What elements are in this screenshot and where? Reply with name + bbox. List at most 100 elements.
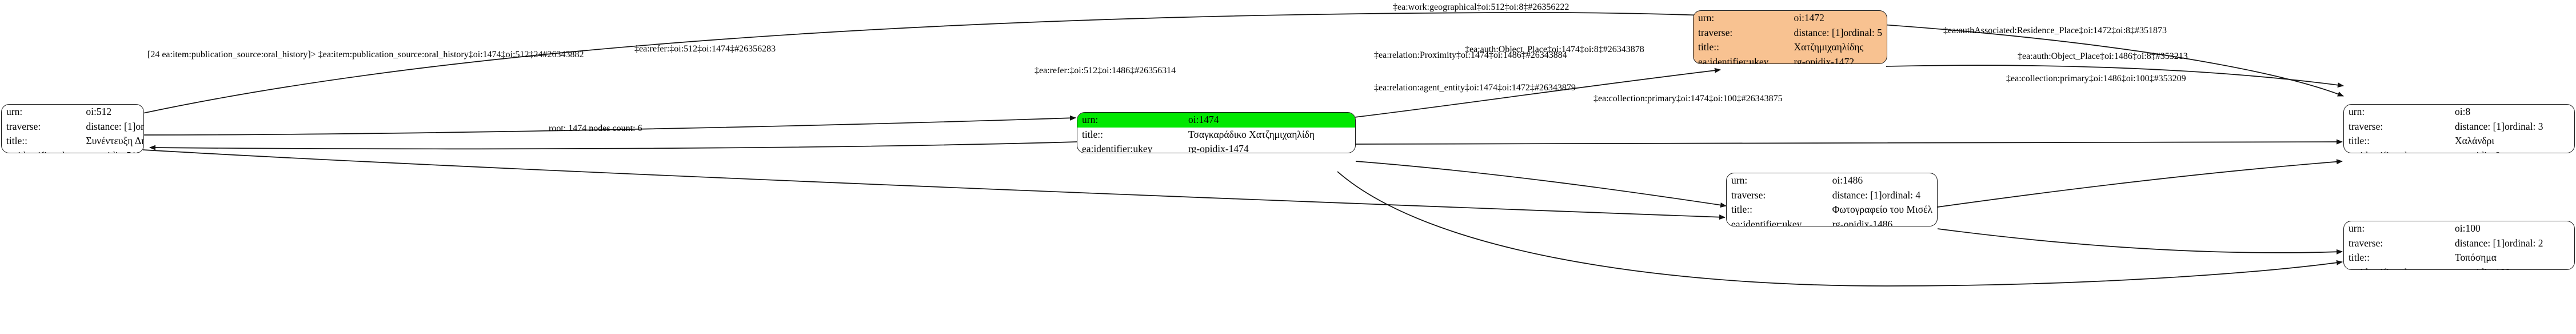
field-value-title: Χατζημιχαηλίδης — [1794, 41, 1864, 53]
edge-label-e8: ‡ea:auth:Object_Place‡oi:1486‡oi:8‡#3532… — [2018, 51, 2188, 61]
field-value-urn: oi:1474 — [1184, 113, 1355, 128]
edge-path-e6 — [1355, 139, 2343, 145]
edge-label-e11: ‡ea:collection:primary‡oi:1474‡oi:100‡#2… — [1593, 94, 1783, 104]
field-value-urn: oi:8 — [2455, 106, 2471, 117]
node-row-urn: urn: oi:1472 — [1694, 11, 1887, 26]
node-row-urn: urn: oi:1474 — [1077, 113, 1355, 128]
field-value-ukey: rg-opidix-1472 — [1794, 55, 1855, 64]
field-label-ukey: ea:identifier:ukey — [2, 149, 81, 153]
node-row-title: title:: Φωτογραφείο του Μισέλ — [1727, 202, 1937, 217]
field-value-title: Τοπόσημα — [2455, 252, 2497, 263]
field-label-urn: urn: — [1698, 12, 1715, 23]
edge-path-e5 — [149, 141, 1078, 150]
node-row-urn: urn: oi:512 — [2, 105, 143, 120]
field-label-ukey: ea:identifier:ukey — [2344, 149, 2450, 153]
field-label-urn: urn: — [2349, 106, 2365, 117]
traverse-distance: distance: [1] — [86, 120, 136, 132]
node-oi8[interactable]: urn: oi:8 traverse: distance: [1]ordinal… — [2343, 104, 2575, 153]
field-label-title: title:: — [2349, 252, 2370, 263]
field-label-ukey: ea:identifier:ukey — [2344, 265, 2450, 269]
field-value-title: Συνέντευξη Δημήτρη Ζαννίδη στη Βασιλική … — [86, 135, 143, 146]
field-label-urn: urn: — [1077, 113, 1184, 128]
node-row-traverse: traverse: distance: [1]ordinal: 1 — [2, 120, 144, 134]
node-row-urn: urn: oi:8 — [2344, 105, 2574, 120]
node-row-title: title:: Τοπόσημα — [2344, 250, 2574, 265]
node-oi1474[interactable]: urn: oi:1474 title:: Τσαγκαράδικο Χατζημ… — [1077, 112, 1356, 153]
traverse-distance: distance: [1] — [1794, 26, 1844, 38]
node-row-title: title:: Χατζημιχαηλίδης — [1694, 40, 1887, 55]
edge-label-e2: ‡ea:relation:agent_entity‡oi:1474‡oi:147… — [1374, 83, 1576, 93]
node-row-traverse: traverse: distance: [1]ordinal: 5 — [1694, 26, 1887, 41]
edge-path-e7 — [1355, 161, 1727, 208]
field-label-urn: urn: — [6, 106, 23, 117]
edge-label-e7: ‡ea:relation:Proximity‡oi:1474‡oi:1486‡#… — [1374, 50, 1567, 60]
field-label-title: title:: — [2349, 135, 2370, 146]
edge-label-e6: ‡ea:auth:Object_Place‡oi:1474‡oi:8‡#2634… — [1465, 45, 1644, 54]
node-oi512[interactable]: urn: oi:512 traverse: distance: [1]ordin… — [1, 104, 144, 153]
node-row-ukey: ea:identifier:ukey rg-opidix-1472 — [1694, 55, 1887, 64]
graph-caption: root: 1474 nodes count: 6 — [549, 124, 642, 133]
node-row-urn: urn: oi:100 — [2344, 221, 2574, 236]
field-value-urn: oi:1472 — [1794, 12, 1824, 23]
node-row-ukey: ea:identifier:ukey rg-opidix-100 — [2344, 265, 2574, 269]
field-value-traverse: distance: [1]ordinal: 3 — [2450, 120, 2574, 134]
edge-label-e10: ‡ea:collection:primary‡oi:1486‡oi:100‡#3… — [2006, 74, 2186, 84]
field-value-ukey: rg-opidix-8 — [2450, 149, 2574, 153]
field-label-ukey: ea:identifier:ukey — [1731, 218, 1802, 226]
field-value-title: Φωτογραφείο του Μισέλ — [1832, 204, 1932, 215]
edge-label-e1: ‡ea:work:geographical‡oi:512‡oi:8‡#26356… — [1393, 2, 1569, 12]
edge-label-e3: ‡ea:authAssociated:Residence_Place‡oi:14… — [1943, 26, 2167, 35]
field-label-traverse: traverse: — [2349, 237, 2383, 249]
node-row-ukey: ea:identifier:ukey rg-opidix-1486 — [1727, 217, 1937, 226]
field-value-urn: oi:512 — [86, 106, 112, 117]
field-label-traverse: traverse: — [6, 120, 41, 132]
node-row-title: title:: Συνέντευξη Δημήτρη Ζαννίδη στη Β… — [2, 134, 143, 149]
field-label-urn: urn: — [2349, 222, 2365, 234]
field-value-title: Χαλάνδρι — [2455, 135, 2495, 146]
traverse-distance: distance: [1] — [2455, 237, 2505, 249]
field-value-ukey: rg-opidix-100 — [2450, 265, 2574, 269]
field-value-traverse: distance: [1]ordinal: 1 — [81, 120, 144, 134]
node-row-ukey: ea:identifier:ukey rg-opidix-8 — [2344, 149, 2574, 153]
traverse-ordinal: ordinal: 3 — [2504, 120, 2543, 132]
node-row-traverse: traverse: distance: [1]ordinal: 2 — [2344, 236, 2574, 251]
edge-path-e10 — [1937, 228, 2343, 255]
field-label-urn: urn: — [1731, 174, 1748, 186]
traverse-ordinal: ordinal: 5 — [1843, 26, 1882, 38]
edge-label-e5: [24 ea:item:publication_source:oral_hist… — [147, 50, 584, 59]
field-label-title: title:: — [1082, 128, 1103, 140]
field-label-title: title:: — [1698, 41, 1719, 53]
field-label-ukey: ea:identifier:ukey — [1082, 143, 1153, 153]
field-label-traverse: traverse: — [1698, 26, 1733, 38]
node-row-traverse: traverse: distance: [1]ordinal: 3 — [2344, 120, 2574, 134]
node-oi1486[interactable]: urn: oi:1486 traverse: distance: [1]ordi… — [1726, 173, 1938, 226]
edge-label-e4: ‡ea:refer:‡oi:512‡oi:1474‡#26356283 — [634, 44, 776, 54]
field-value-title: Τσαγκαράδικο Χατζημιχαηλίδη — [1188, 128, 1315, 140]
field-label-ukey: ea:identifier:ukey — [1698, 55, 1769, 64]
node-row-ukey: ea:identifier:ukey rg-opidix-512 — [2, 149, 143, 153]
node-oi100[interactable]: urn: oi:100 traverse: distance: [1]ordin… — [2343, 221, 2575, 270]
field-label-traverse: traverse: — [1731, 189, 1766, 201]
traverse-ordinal: ordinal: 2 — [2504, 237, 2543, 249]
traverse-ordinal: ordinal: 1 — [135, 120, 144, 132]
field-value-traverse: distance: [1]ordinal: 2 — [2450, 236, 2574, 251]
node-row-ukey: ea:identifier:ukey rg-opidix-1474 — [1077, 142, 1355, 153]
node-row-title: title:: Τσαγκαράδικο Χατζημιχαηλίδη — [1077, 128, 1355, 142]
field-value-ukey: rg-opidix-512 — [81, 149, 143, 153]
edge-path-e9 — [142, 149, 1726, 220]
node-row-traverse: traverse: distance: [1]ordinal: 4 — [1727, 188, 1937, 203]
traverse-distance: distance: [1] — [1832, 189, 1882, 201]
node-row-urn: urn: oi:1486 — [1727, 173, 1937, 188]
node-oi1472[interactable]: urn: oi:1472 traverse: distance: [1]ordi… — [1693, 10, 1887, 64]
traverse-ordinal: ordinal: 4 — [1882, 189, 1921, 201]
field-label-title: title:: — [6, 135, 27, 146]
field-value-urn: oi:1486 — [1832, 174, 1863, 186]
field-value-ukey: rg-opidix-1474 — [1188, 143, 1249, 153]
field-label-traverse: traverse: — [2349, 120, 2383, 132]
traverse-distance: distance: [1] — [2455, 120, 2505, 132]
node-row-title: title:: Χαλάνδρι — [2344, 134, 2574, 149]
edge-path-e8 — [1937, 159, 2343, 208]
field-label-title: title:: — [1731, 204, 1752, 215]
edge-label-e9: ‡ea:refer:‡oi:512‡oi:1486‡#26356314 — [1035, 66, 1176, 75]
